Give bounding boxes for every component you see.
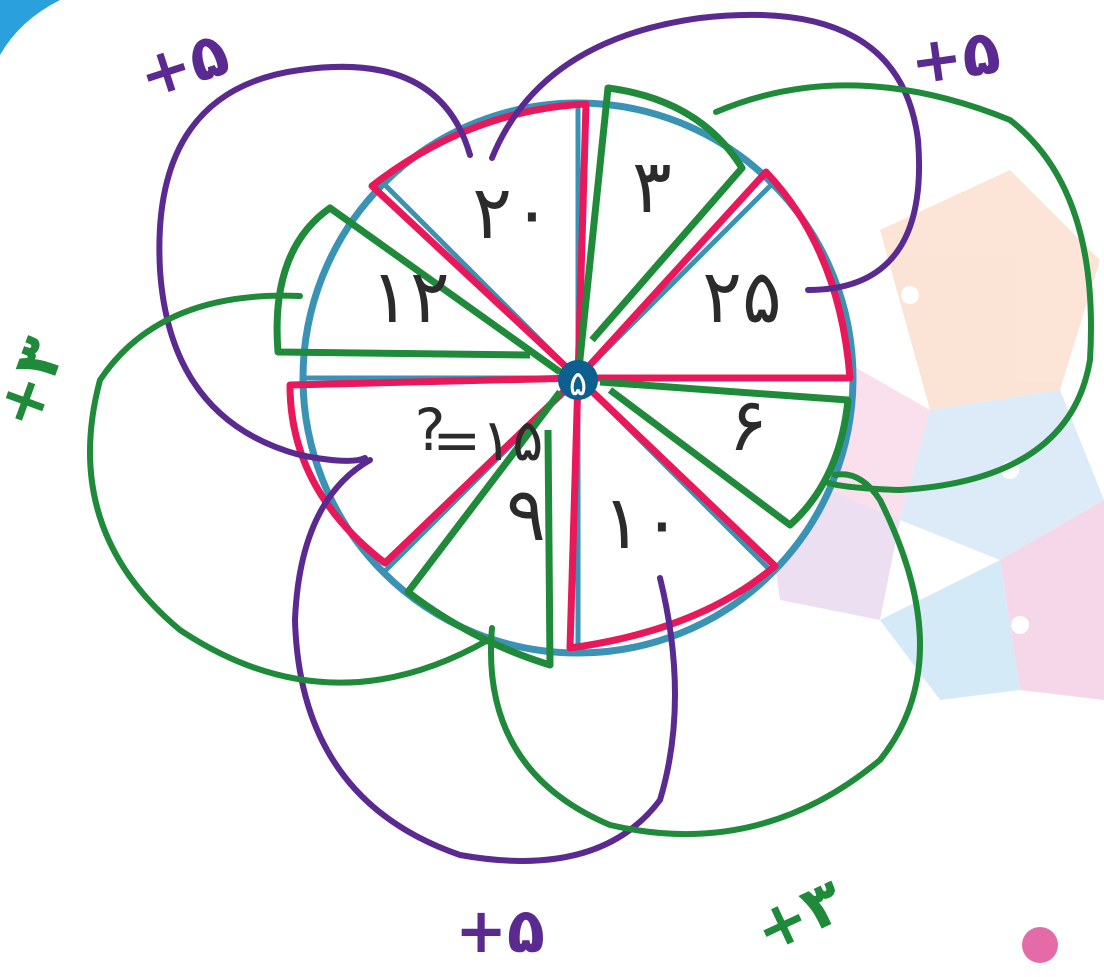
segment-top-right: ۳ [632, 144, 672, 230]
annotation-plus3-left: +۳ [0, 328, 80, 437]
annotation-plus3-bottom-right: +۳ [743, 863, 855, 967]
wheel-center-label: ۵ [569, 364, 587, 404]
segment-right-lower: ۶ [728, 382, 768, 468]
handwritten-answer: =۱۵ [433, 406, 544, 474]
segment-bottom-left: ۹ [506, 472, 546, 558]
corner-swoosh [0, 0, 60, 55]
annotation-plus5-top-right: +۵ [905, 14, 1004, 99]
segment-right-upper: ۲۵ [702, 254, 782, 340]
segment-top-left: ۲۰ [472, 170, 552, 256]
segment-bottom-right: ۱۰ [602, 480, 682, 566]
corner-dot-pink [1022, 927, 1058, 963]
annotation-plus5-bottom: +۵ [455, 894, 545, 967]
segment-left-upper: ۱۲ [370, 254, 450, 340]
